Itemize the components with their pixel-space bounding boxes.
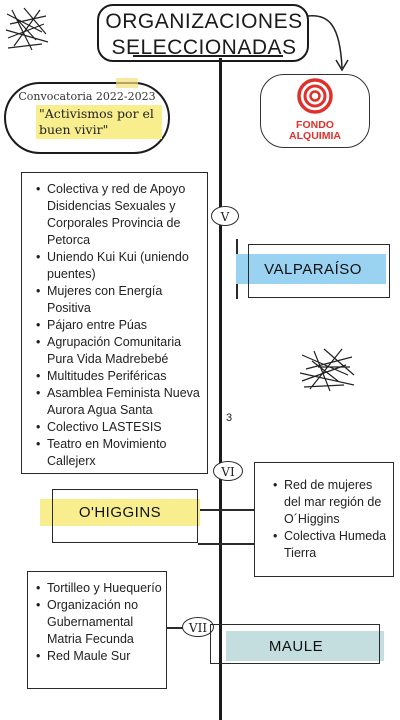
region-label-valparaiso: VALPARAÍSO [264,261,362,278]
region-numeral-vi: VI [213,461,243,481]
logo-text-line1: FONDO [296,119,334,131]
ohiggins-organizations-box: Red de mujeres del mar región de O´Higgi… [254,462,394,577]
list-item: Agrupación Comunitaria Pura Vida Madrebe… [36,334,201,368]
list-item: Colectiva Humeda Tierra [273,528,387,562]
convocatoria-label: Convocatoria 2022-2023 [18,90,156,103]
valparaiso-label-frame [248,244,390,298]
valparaiso-highlight [236,254,386,284]
list-item: Asamblea Feminista Nueva Aurora Agua San… [36,385,201,419]
ohiggins-connector-bottom [198,543,254,545]
region-label-ohiggins: O'HIGGINS [78,504,162,521]
timeline-line [219,58,222,720]
ohiggins-highlight [40,499,200,526]
convocatoria-quote-line2: buen vivir" [39,122,109,137]
logo-text: FONDO ALQUIMIA [272,120,358,142]
ohiggins-organizations-list: Red de mujeres del mar región de O´Higgi… [255,463,393,562]
list-item: Mujeres con Energía Positiva [36,283,201,317]
list-item: Red Maule Sur [36,648,162,665]
list-item: Red de mujeres del mar región de O´Higgi… [273,477,387,528]
ohiggins-connector-top [198,509,254,511]
maule-label-frame [210,624,380,664]
fondo-alquimia-logo [260,74,370,148]
convocatoria-quote-line1: "Activismos por el [39,106,154,121]
page-title-line2: SELECCIONADAS [111,36,297,59]
list-item: Tortilleo y Huequerío [36,580,162,597]
valparaiso-organizations-list: Colectiva y red de Apoyo Disidencias Sex… [22,173,207,470]
scribble-decoration-middle-right [299,348,355,392]
region-numeral-vii: VII [182,617,214,637]
maule-organizations-list: Tortilleo y Huequerío Organización no Gu… [28,572,166,665]
title-frame [97,4,309,62]
scribble-decoration-top-left [5,7,49,51]
list-item: Pájaro entre Púas [36,317,201,334]
title-underline [133,55,283,57]
list-item: Colectiva y red de Apoyo Disidencias Sex… [36,181,201,249]
maule-list-connector [167,627,183,629]
list-item: Multitudes Periféricas [36,368,201,385]
maule-organizations-box: Tortilleo y Huequerío Organización no Gu… [27,571,167,689]
tape-decoration [116,78,138,88]
page-title-line1: ORGANIZACIONES [105,10,303,33]
arrow-to-logo-icon [307,15,349,72]
region-numeral-v: V [211,206,239,226]
list-item: Organización no Gubernamental Matria Fec… [36,597,162,648]
ohiggins-label-frame [52,489,198,543]
list-item: Teatro en Movimiento Callejerx [36,436,201,470]
valparaiso-organizations-box: Colectiva y red de Apoyo Disidencias Sex… [21,172,208,474]
maule-highlight [226,631,384,661]
convocatoria-quote: "Activismos por el buen vivir" [36,105,162,139]
convocatoria-bubble [4,82,170,154]
list-item: Uniendo Kui Kui (uniendo puentes) [36,249,201,283]
timeline-mark: 3 [226,412,233,424]
spiral-icon [297,78,333,114]
list-item: Colectivo LASTESIS [36,419,201,436]
region-label-maule: MAULE [268,638,324,655]
logo-text-line2: ALQUIMIA [289,130,341,142]
